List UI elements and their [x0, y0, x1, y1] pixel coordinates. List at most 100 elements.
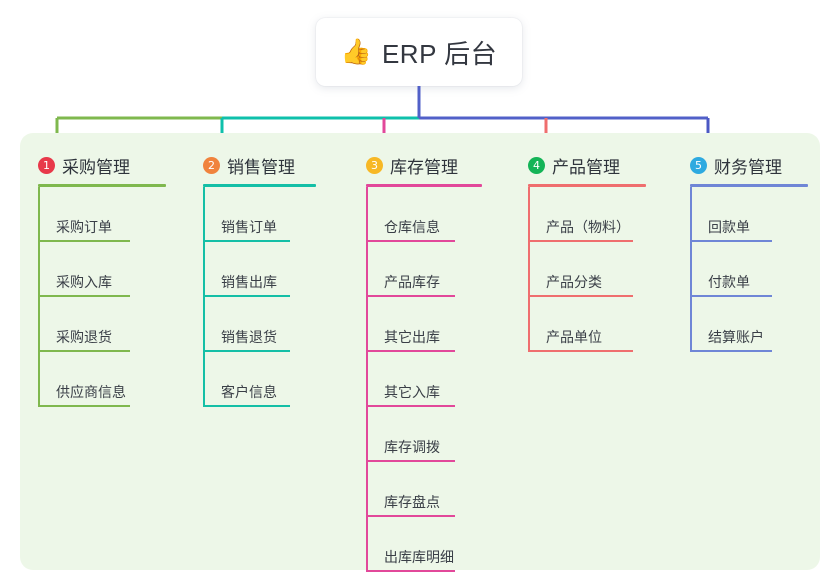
- list-item-label: 仓库信息: [384, 219, 440, 235]
- column-spine-5: [690, 187, 692, 352]
- list-item-label: 库存调拨: [384, 439, 440, 455]
- list-item-label: 付款单: [708, 274, 750, 290]
- list-item-label: 采购订单: [56, 219, 112, 235]
- list-item-rule: [205, 295, 290, 297]
- list-item-label: 出库库明细: [384, 549, 454, 565]
- list-item-label: 回款单: [708, 219, 750, 235]
- column-title-1: 采购管理: [62, 157, 130, 177]
- column-5: 5 财务管理回款单付款单结算账户: [672, 147, 832, 352]
- list-item-rule: [692, 295, 772, 297]
- column-header-1[interactable]: 1 采购管理: [20, 147, 185, 183]
- list-item-label: 供应商信息: [56, 384, 126, 400]
- list-item[interactable]: 产品（物料）: [528, 187, 672, 242]
- list-item[interactable]: 产品单位: [528, 297, 672, 352]
- column-2: 2 销售管理销售订单销售出库销售退货客户信息: [185, 147, 348, 407]
- list-item[interactable]: 供应商信息: [38, 352, 185, 407]
- column-3: 3 库存管理仓库信息产品库存其它出库其它入库库存调拨库存盘点出库库明细: [348, 147, 510, 572]
- list-item-rule: [692, 240, 772, 242]
- list-item-label: 采购入库: [56, 274, 112, 290]
- column-badge-4: 4: [528, 156, 545, 174]
- column-title-5: 财务管理: [714, 157, 782, 177]
- column-rule-2: [203, 184, 316, 187]
- column-title-3: 库存管理: [390, 157, 458, 177]
- list-item-rule: [40, 295, 130, 297]
- list-item-rule: [368, 405, 455, 407]
- column-4: 4 产品管理产品（物料） 产品分类产品单位: [510, 147, 672, 352]
- column-header-2[interactable]: 2 销售管理: [185, 147, 348, 183]
- column-items-3: 仓库信息产品库存其它出库其它入库库存调拨库存盘点出库库明细: [348, 187, 510, 572]
- column-rule-3: [366, 184, 482, 187]
- list-item[interactable]: 回款单: [690, 187, 832, 242]
- column-spine-4: [528, 187, 530, 352]
- list-item-rule: [40, 405, 130, 407]
- list-item[interactable]: 出库库明细: [366, 517, 510, 572]
- list-item-label: 销售订单: [221, 219, 277, 235]
- list-item[interactable]: 其它入库: [366, 352, 510, 407]
- column-title-4: 产品管理: [552, 157, 620, 177]
- list-item-rule: [692, 350, 772, 352]
- column-badge-5: 5: [690, 156, 707, 174]
- list-item[interactable]: 销售退货: [203, 297, 348, 352]
- list-item[interactable]: 产品库存: [366, 242, 510, 297]
- column-spine-1: [38, 187, 40, 407]
- list-item[interactable]: 销售订单: [203, 187, 348, 242]
- list-item-rule: [368, 460, 455, 462]
- list-item-rule: [368, 350, 455, 352]
- list-item[interactable]: 采购订单: [38, 187, 185, 242]
- column-items-4: 产品（物料） 产品分类产品单位: [510, 187, 672, 352]
- list-item-rule: [40, 350, 130, 352]
- list-item-label: 其它入库: [384, 384, 440, 400]
- mindmap-panel: 1 采购管理采购订单采购入库采购退货供应商信息 2 销售管理销售订单销售出库销售退货客…: [20, 133, 820, 572]
- list-item[interactable]: 销售出库: [203, 242, 348, 297]
- column-rule-1: [38, 184, 166, 187]
- list-item-label: 产品（物料）: [546, 219, 630, 235]
- list-item[interactable]: 仓库信息: [366, 187, 510, 242]
- list-item-label: 销售退货: [221, 329, 277, 345]
- list-item[interactable]: 其它出库: [366, 297, 510, 352]
- list-item-label: 结算账户: [708, 329, 764, 345]
- column-badge-3: 3: [366, 156, 383, 174]
- list-item-rule: [368, 570, 455, 572]
- list-item-label: 产品单位: [546, 329, 602, 345]
- list-item-rule: [40, 240, 130, 242]
- root-node-card[interactable]: 👍 ERP 后台: [316, 18, 522, 86]
- list-item-rule: [205, 240, 290, 242]
- list-item[interactable]: 采购入库: [38, 242, 185, 297]
- column-header-5[interactable]: 5 财务管理: [672, 147, 832, 183]
- list-item-rule: [530, 295, 633, 297]
- list-item[interactable]: 结算账户: [690, 297, 832, 352]
- list-item-rule: [530, 350, 633, 352]
- list-item-rule: [205, 405, 290, 407]
- column-rule-4: [528, 184, 646, 187]
- column-header-3[interactable]: 3 库存管理: [348, 147, 510, 183]
- list-item-rule: [368, 240, 455, 242]
- thumbs-up-icon: 👍: [340, 37, 372, 66]
- list-item[interactable]: 库存调拨: [366, 407, 510, 462]
- list-item-label: 采购退货: [56, 329, 112, 345]
- list-item-rule: [530, 240, 633, 242]
- list-item[interactable]: 付款单: [690, 242, 832, 297]
- column-title-2: 销售管理: [227, 157, 295, 177]
- list-item-label: 销售出库: [221, 274, 277, 290]
- list-item-rule: [368, 295, 455, 297]
- column-items-5: 回款单付款单结算账户: [672, 187, 832, 352]
- list-item-label: 产品库存: [384, 274, 440, 290]
- column-items-1: 采购订单采购入库采购退货供应商信息: [20, 187, 185, 407]
- list-item[interactable]: 产品分类: [528, 242, 672, 297]
- list-item[interactable]: 客户信息: [203, 352, 348, 407]
- list-item-label: 产品分类: [546, 274, 602, 290]
- root-title: ERP 后台: [381, 38, 498, 69]
- list-item-label: 库存盘点: [384, 494, 440, 510]
- column-spine-2: [203, 187, 205, 407]
- list-item[interactable]: 采购退货: [38, 297, 185, 352]
- list-item-rule: [368, 515, 455, 517]
- column-spine-3: [366, 187, 368, 572]
- column-badge-1: 1: [38, 156, 55, 174]
- list-item-label: 其它出库: [384, 329, 440, 345]
- list-item[interactable]: 库存盘点: [366, 462, 510, 517]
- column-1: 1 采购管理采购订单采购入库采购退货供应商信息: [20, 147, 185, 407]
- column-rule-5: [690, 184, 808, 187]
- column-items-2: 销售订单销售出库销售退货客户信息: [185, 187, 348, 407]
- column-header-4[interactable]: 4 产品管理: [510, 147, 672, 183]
- column-badge-2: 2: [203, 156, 220, 174]
